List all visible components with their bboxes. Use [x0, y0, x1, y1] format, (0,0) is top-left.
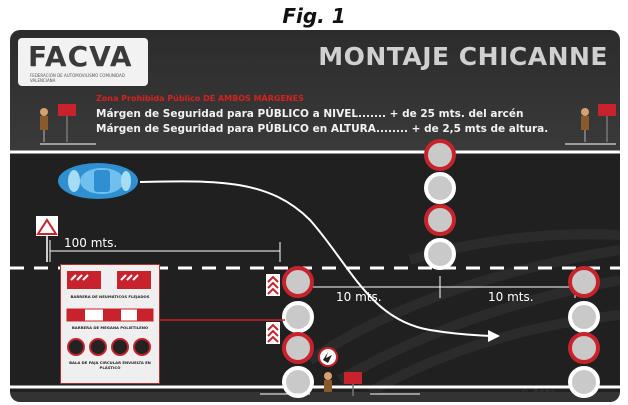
barrier-drum-red: [568, 332, 600, 364]
barrier-drum-white: [424, 172, 456, 204]
public-margin-height-text: Márgen de Seguridad para PÚBLICO en ALTU…: [96, 123, 549, 135]
legend-caption-polyethylene: BARRERA DE MEGANA POLIETILENO: [71, 325, 149, 330]
barrier-drum-red: [282, 332, 314, 364]
barrier-drum-white: [282, 301, 314, 333]
trajectory-arrowhead: [488, 330, 500, 342]
warning-triangle-icon: [36, 216, 58, 262]
author-credit: © Acza: [520, 388, 556, 398]
dimension-label-100m: 100 mts.: [64, 236, 118, 250]
barrier-drum-white: [568, 301, 600, 333]
logo-subtitle: FEDERACIÓN DE AUTOMOVILISMO COMUNIDAD VA…: [30, 73, 125, 83]
diagram-board: FACVA FEDERACIÓN DE AUTOMOVILISMO COMUNI…: [10, 30, 620, 402]
dimension-label-gap1: 10 mts.: [336, 290, 382, 304]
barrier-group-right: [568, 266, 600, 398]
legend-graphics: [66, 271, 154, 356]
barrier-legend: BARRERA DE NEUMÁTICOS FLEJADOS BARRERA D…: [60, 264, 160, 384]
logo-text: FACVA: [28, 40, 133, 73]
legend-caption-tires: BARRERA DE NEUMÁTICOS FLEJADOS: [70, 294, 150, 299]
dimension-100m: [49, 240, 281, 262]
barrier-drum-red: [568, 266, 600, 298]
barrier-drum-red: [424, 204, 456, 236]
chevron-marker-top: [266, 274, 280, 296]
barrier-drum-red: [424, 139, 456, 171]
prohibited-zone-text: Zona Prohibida Público DE AMBOS MÁRGENES: [96, 94, 304, 103]
dimension-label-gap2: 10 mts.: [488, 290, 534, 304]
trajectory-arrow: [139, 180, 491, 337]
diagram-title: MONTAJE CHICANNE: [318, 42, 608, 71]
facva-logo: FACVA FEDERACIÓN DE AUTOMOVILISMO COMUNI…: [18, 38, 148, 86]
straw-bale-swatch: [67, 338, 151, 356]
barrier-group-center: [424, 139, 456, 270]
chevron-marker-bottom: [266, 322, 280, 344]
barrier-drum-white: [568, 366, 600, 398]
public-person-sign-right: [565, 104, 616, 145]
public-person-sign-left: [40, 104, 96, 145]
barrier-drum-white: [424, 238, 456, 270]
legend-caption-straw: BALA DE PAJA CIRCULAR ENVUELTA EN PLÁSTI…: [69, 360, 151, 370]
barrier-drum-white: [282, 366, 314, 398]
figure-title: Fig. 1: [282, 4, 346, 28]
public-person-sign-bottom: [324, 372, 362, 396]
car-icon: [58, 163, 138, 199]
barrier-drum-red: [282, 266, 314, 298]
barrier-group-left: [282, 266, 314, 398]
public-margin-level-text: Márgen de Seguridad para PÚBLICO a NIVEL…: [96, 108, 524, 120]
no-access-sign-icon: [318, 347, 338, 367]
